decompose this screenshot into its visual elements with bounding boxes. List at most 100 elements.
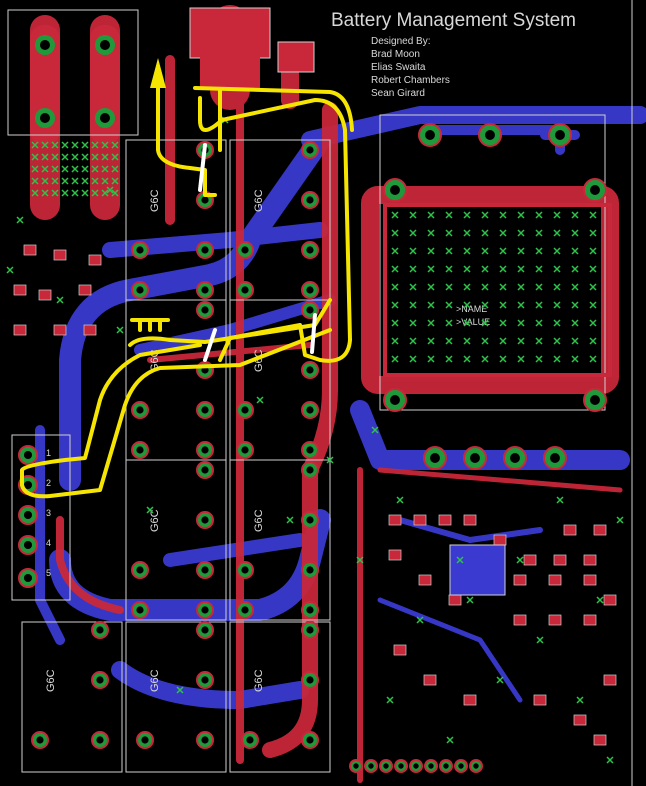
via (16, 216, 24, 224)
pad-hole (428, 763, 434, 769)
title-block: Battery Management System Designed By: B… (331, 10, 576, 99)
via (463, 229, 471, 237)
smd-pad (78, 284, 92, 296)
connector-pin-label: 2 (46, 478, 51, 488)
pad-hole (201, 606, 209, 614)
via (589, 229, 597, 237)
pad-hole (306, 466, 314, 474)
via (445, 283, 453, 291)
smd-pad (393, 644, 407, 656)
via (616, 516, 624, 524)
via (589, 355, 597, 363)
highlight-annotation (20, 58, 354, 499)
connector-pin-label: 4 (46, 538, 51, 548)
via (101, 165, 109, 173)
via (556, 496, 564, 504)
via (427, 247, 435, 255)
via (481, 229, 489, 237)
via (176, 686, 184, 694)
via (571, 265, 579, 273)
via (576, 696, 584, 704)
via (116, 326, 124, 334)
relay-label: G6C (149, 189, 161, 212)
relay-label: G6C (253, 189, 265, 212)
via (391, 247, 399, 255)
pad-hole (473, 763, 479, 769)
via (535, 319, 543, 327)
connector-pin-labels: 1 2 3 4 5 (46, 448, 51, 578)
via (427, 211, 435, 219)
pad-hole (23, 573, 33, 583)
via (111, 177, 119, 185)
pad-hole (241, 606, 249, 614)
via (589, 319, 597, 327)
via (517, 265, 525, 273)
via (81, 165, 89, 173)
via (31, 165, 39, 173)
via (481, 355, 489, 363)
via (41, 141, 49, 149)
pad-hole (36, 736, 44, 744)
via (481, 211, 489, 219)
via (427, 265, 435, 273)
board-title: Battery Management System (331, 10, 576, 31)
pad-hole (201, 626, 209, 634)
relay-outlines (11, 139, 331, 773)
via (51, 141, 59, 149)
via (571, 247, 579, 255)
pad-hole (23, 510, 33, 520)
smd-pad (88, 254, 102, 266)
via (71, 189, 79, 197)
pad-hole (201, 406, 209, 414)
via (456, 556, 464, 564)
pad-hole (443, 763, 449, 769)
pad-hole (201, 196, 209, 204)
pad-hole (458, 763, 464, 769)
via (499, 211, 507, 219)
via (463, 319, 471, 327)
relay-label: G6C (45, 669, 57, 692)
via (553, 301, 561, 309)
via (517, 355, 525, 363)
via (101, 153, 109, 161)
via (409, 247, 417, 255)
via (553, 229, 561, 237)
smd-pad (463, 694, 477, 706)
via (445, 337, 453, 345)
smd-pad (463, 514, 477, 526)
designer-name: Robert Chambers (371, 75, 450, 86)
via (71, 177, 79, 185)
relay-label: G6C (253, 509, 265, 532)
via (517, 247, 525, 255)
pad-hole (368, 763, 374, 769)
smd-pad (53, 249, 67, 261)
via (553, 319, 561, 327)
pad-hole (306, 736, 314, 744)
smd-pad (13, 284, 27, 296)
via (517, 301, 525, 309)
capacitor-pair-top-left (7, 9, 139, 145)
pad-hole (306, 446, 314, 454)
smd-pad (23, 244, 37, 256)
via (589, 211, 597, 219)
pad-hole (141, 736, 149, 744)
via (391, 229, 399, 237)
smd-pad (83, 324, 97, 336)
via (146, 506, 154, 514)
pad-hole (398, 763, 404, 769)
pad-hole (201, 566, 209, 574)
via (41, 189, 49, 197)
pad-hole (23, 540, 33, 550)
via (596, 596, 604, 604)
pad-hole (383, 763, 389, 769)
pad-hole (201, 516, 209, 524)
via (446, 736, 454, 744)
via (391, 337, 399, 345)
smd-pad (593, 524, 607, 536)
pad-hole (306, 246, 314, 254)
via (606, 756, 614, 764)
smd-pad (418, 574, 432, 586)
via (391, 265, 399, 273)
via (391, 301, 399, 309)
via (517, 229, 525, 237)
